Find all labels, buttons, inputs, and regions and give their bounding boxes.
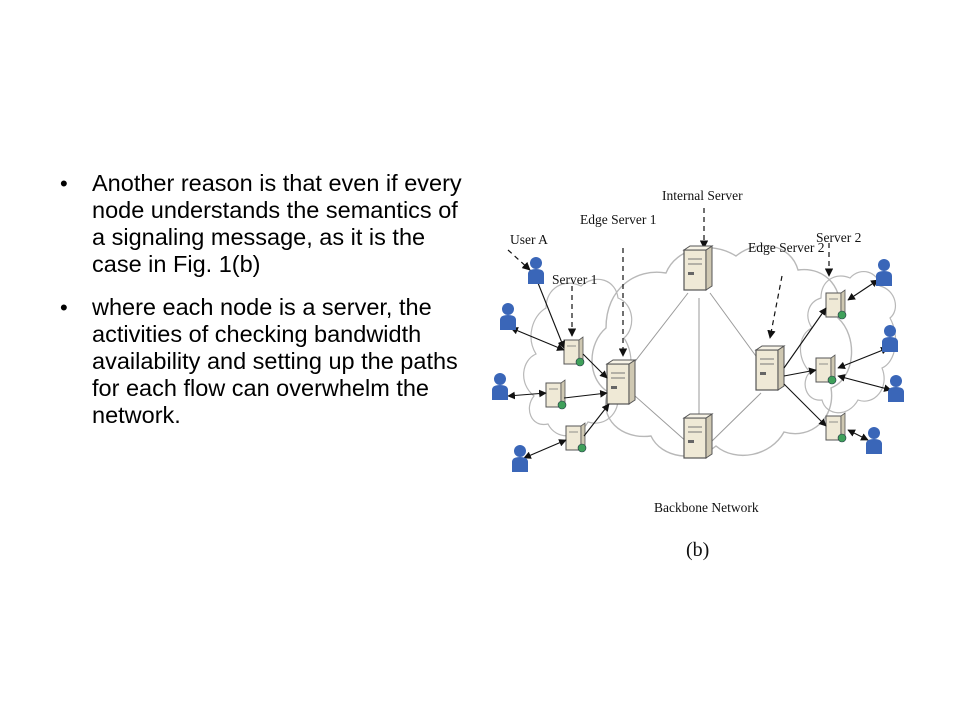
backbone-cloud bbox=[591, 244, 853, 457]
small-server bbox=[825, 412, 847, 443]
label-server-2: Server 2 bbox=[816, 230, 861, 245]
label-edge-server-1: Edge Server 1 bbox=[580, 212, 656, 227]
user-icon bbox=[512, 445, 528, 472]
user-icon bbox=[882, 325, 898, 352]
label-internal-server: Internal Server bbox=[662, 188, 743, 203]
small-server bbox=[545, 379, 567, 410]
bullet-item: where each node is a server, the activit… bbox=[58, 294, 473, 429]
user-icon bbox=[888, 375, 904, 402]
bullet-item: Another reason is that even if every nod… bbox=[58, 170, 473, 278]
edge-server-2 bbox=[755, 345, 785, 391]
user-icon bbox=[866, 427, 882, 454]
right-cloud bbox=[799, 270, 897, 414]
figure-caption: (b) bbox=[686, 539, 709, 561]
small-server bbox=[815, 354, 837, 385]
user-a-icon bbox=[528, 257, 544, 284]
backbone-server bbox=[683, 413, 713, 459]
network-diagram: Edge Server 1 Internal Server Edge Serve… bbox=[492, 188, 904, 561]
small-server bbox=[825, 289, 847, 320]
edge-server-1 bbox=[606, 359, 636, 405]
small-server bbox=[565, 422, 587, 453]
label-backbone-network: Backbone Network bbox=[654, 500, 759, 515]
user-icon bbox=[492, 373, 508, 400]
user-icon bbox=[876, 259, 892, 286]
label-user-a: User A bbox=[510, 232, 548, 247]
internal-server bbox=[683, 245, 713, 291]
small-server bbox=[563, 336, 585, 367]
label-edge-server-2: Edge Server 2 bbox=[748, 240, 824, 255]
user-icon bbox=[500, 303, 516, 330]
label-server-1: Server 1 bbox=[552, 272, 597, 287]
bullet-list: Another reason is that even if every nod… bbox=[58, 170, 473, 445]
left-cloud bbox=[523, 278, 633, 437]
